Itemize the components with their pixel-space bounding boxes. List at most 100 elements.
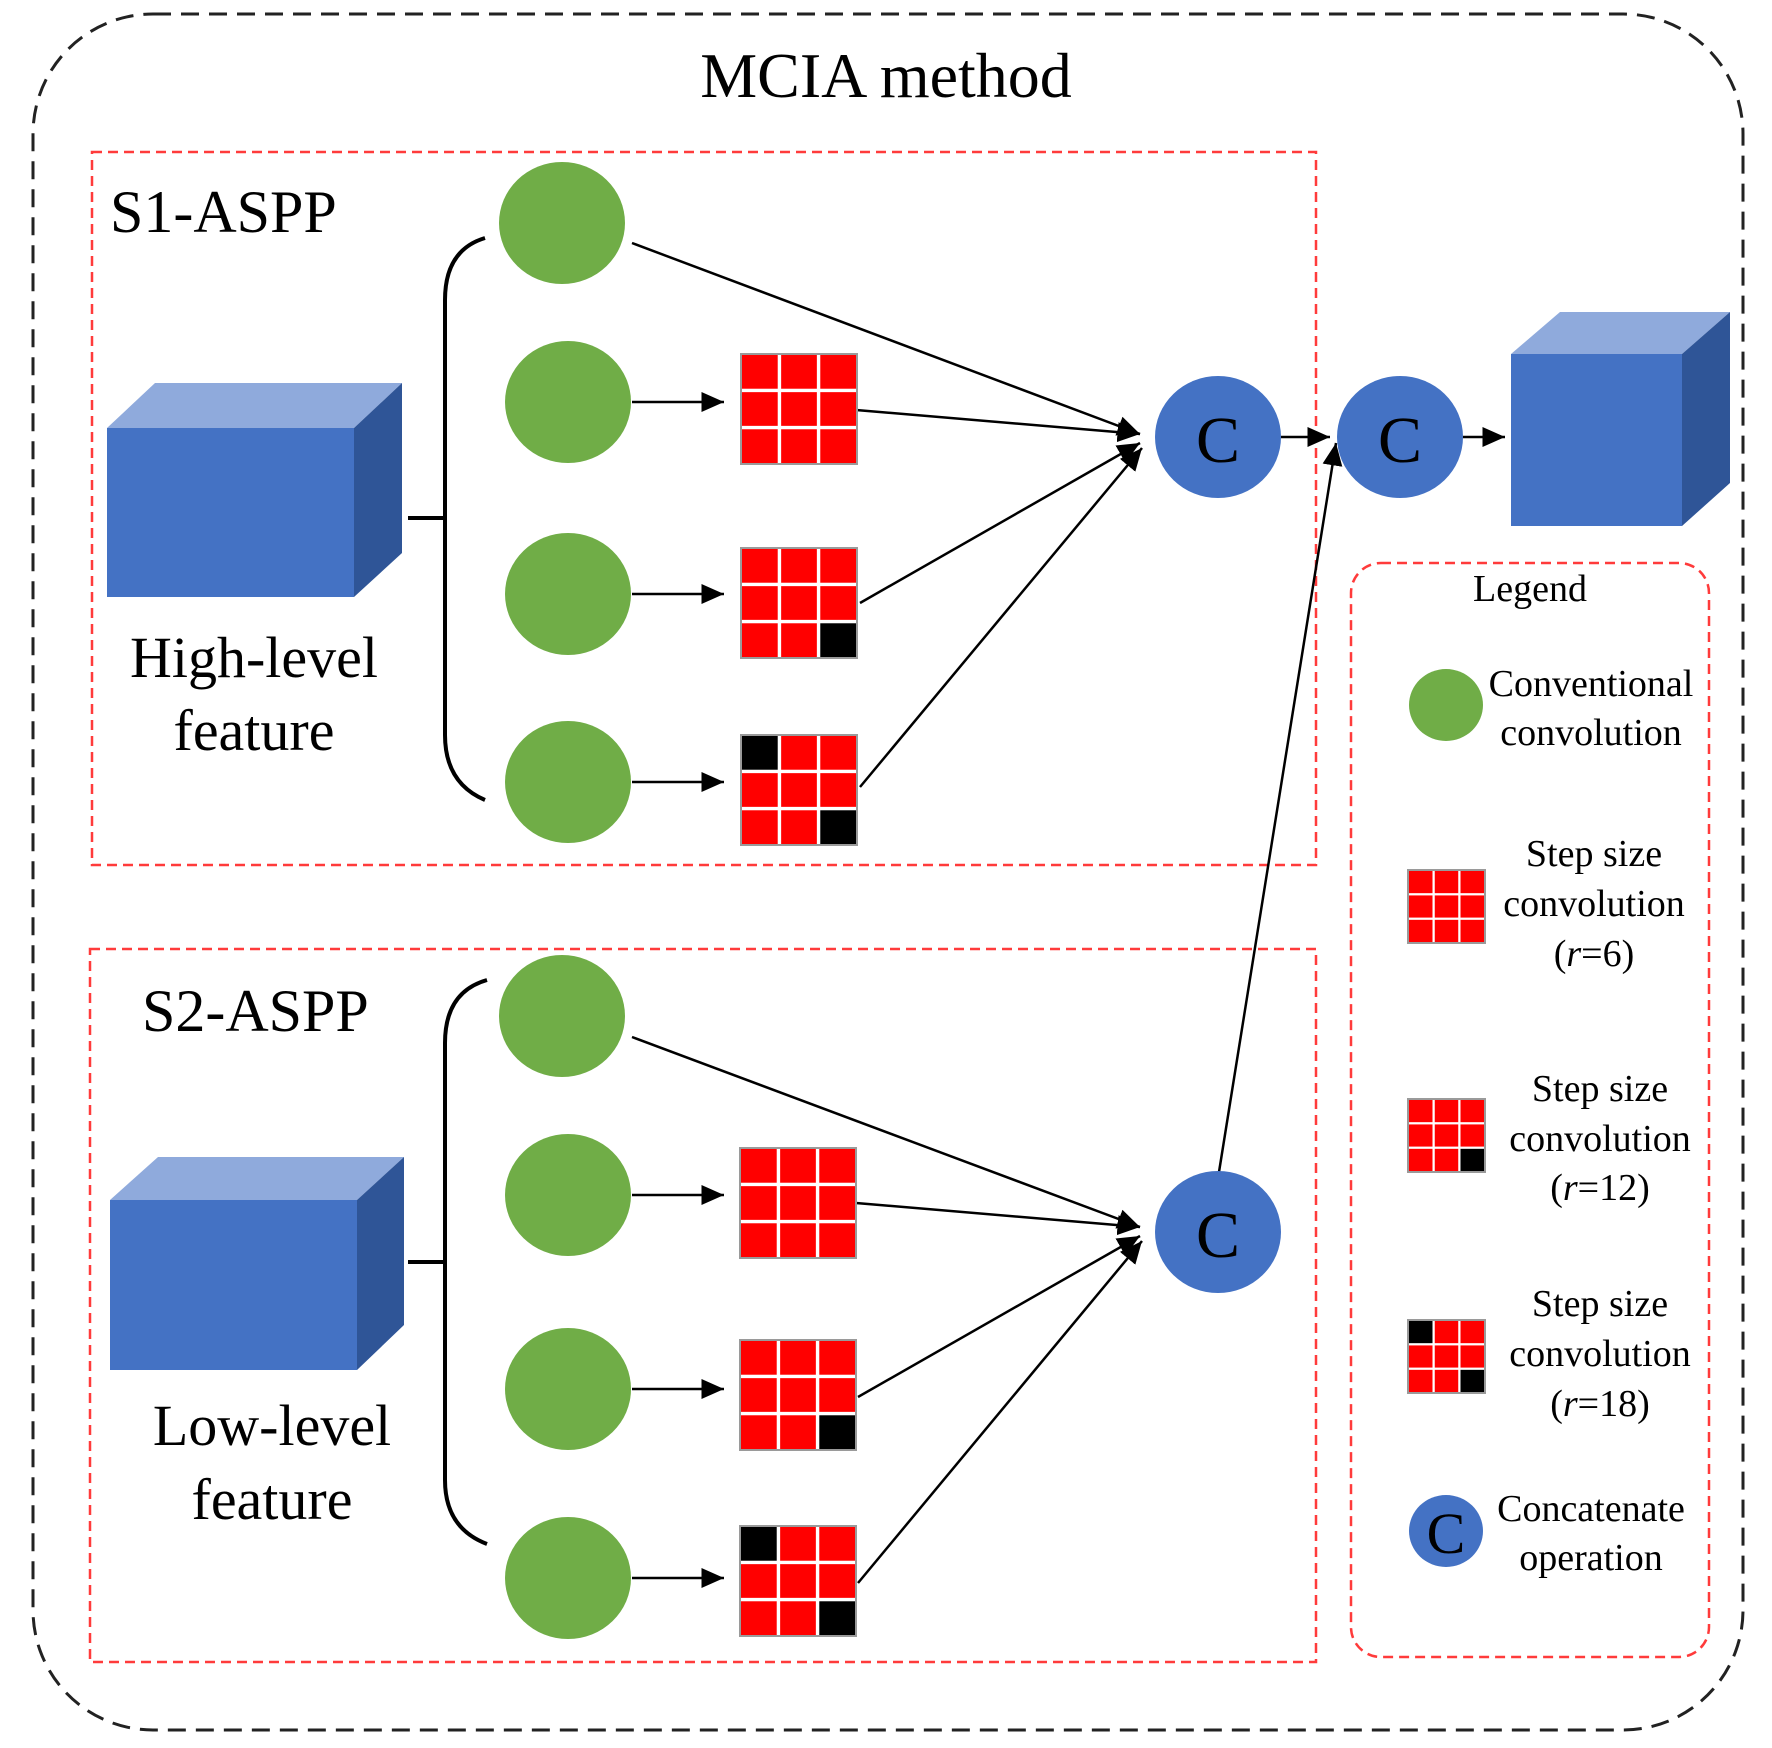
kernel-cell — [741, 1601, 777, 1635]
kernel-cell — [1460, 1148, 1484, 1171]
kernel-cell — [1460, 1124, 1484, 1147]
kernel-cell — [742, 355, 778, 389]
legend-step6-label-1: Step size — [1526, 833, 1662, 875]
kernel-cell — [1434, 895, 1459, 918]
kernel-cell — [819, 1149, 855, 1183]
low-level-feature-label: Low-level — [153, 1393, 391, 1458]
outer-frame — [31, 12, 1745, 1732]
kernel-cell — [741, 1341, 777, 1375]
kernel-cell — [1460, 895, 1484, 918]
kernel-cell — [780, 1223, 816, 1257]
kernel-cell — [1434, 871, 1459, 894]
kernel-cell — [741, 1564, 777, 1598]
legend-step12-label-2: convolution — [1509, 1118, 1691, 1160]
kernel-cell — [1434, 1345, 1459, 1368]
kernel-cell — [741, 1149, 777, 1183]
kernel-cell — [819, 1601, 855, 1635]
s2-brace — [443, 978, 488, 1546]
legend-conventional-label-1: Conventional — [1489, 663, 1694, 705]
kernel-cell — [819, 1186, 855, 1220]
s1-aspp-label: S1-ASPP — [110, 179, 337, 245]
kernel-cell — [742, 623, 778, 657]
legend-step6-icon — [1407, 869, 1486, 944]
kernel-cell — [781, 355, 817, 389]
kernel-cell — [780, 1149, 816, 1183]
legend-step18-label-3: (r=18) — [1550, 1383, 1650, 1425]
kernel-cell — [819, 1527, 855, 1561]
final-concat-node — [1337, 376, 1463, 498]
kernel-cell — [820, 429, 856, 463]
kernel-cell — [780, 1341, 816, 1375]
kernel-cell — [1460, 1369, 1484, 1392]
diagram-title: MCIA method — [700, 40, 1072, 111]
kernel-cell — [1409, 871, 1433, 894]
s2-conventional-conv-4 — [505, 1517, 631, 1639]
kernel-cell — [742, 810, 778, 844]
kernel-cell — [1409, 1369, 1433, 1392]
kernel-cell — [1460, 1321, 1484, 1344]
legend-step12-icon — [1407, 1098, 1486, 1173]
s2-step-conv-r6-grid — [739, 1147, 857, 1259]
s2-aspp-label: S2-ASPP — [142, 978, 369, 1044]
s1-aspp-frame — [90, 150, 1318, 867]
legend-step12-label-3: (r=12) — [1550, 1167, 1650, 1209]
kernel-cell — [1434, 919, 1459, 942]
kernel-cell — [820, 392, 856, 426]
kernel-cell — [741, 1527, 777, 1561]
kernel-cell — [1409, 1321, 1433, 1344]
s1-step-conv-r6-grid — [740, 353, 858, 465]
final-concat-symbol: C — [1378, 404, 1422, 477]
s2-conventional-conv-1 — [499, 955, 625, 1077]
kernel-cell — [741, 1186, 777, 1220]
s2-step-conv-r18-grid — [739, 1525, 857, 1637]
legend-step12-label-1: Step size — [1532, 1068, 1668, 1110]
kernel-cell — [1434, 1148, 1459, 1171]
legend-frame — [1349, 561, 1711, 1659]
kernel-cell — [1460, 1345, 1484, 1368]
s2-conventional-conv-2 — [505, 1134, 631, 1256]
kernel-cell — [1409, 1124, 1433, 1147]
kernel-cell — [742, 773, 778, 807]
legend-title: Legend — [1473, 568, 1587, 610]
legend-conventional-label-2: convolution — [1500, 712, 1682, 754]
kernel-cell — [819, 1378, 855, 1412]
kernel-cell — [781, 586, 817, 620]
legend-step6-label-2: convolution — [1503, 883, 1685, 925]
kernel-cell — [781, 623, 817, 657]
kernel-cell — [1434, 1124, 1459, 1147]
kernel-cell — [1409, 919, 1433, 942]
kernel-cell — [1460, 871, 1484, 894]
kernel-cell — [780, 1415, 816, 1449]
legend-concat-label-1: Concatenate — [1497, 1488, 1685, 1530]
kernel-cell — [1409, 1345, 1433, 1368]
kernel-cell — [820, 586, 856, 620]
legend-step18-label-2: convolution — [1509, 1333, 1691, 1375]
s1-conventional-conv-3 — [505, 533, 631, 655]
kernel-cell — [781, 810, 817, 844]
kernel-cell — [1460, 1100, 1484, 1123]
kernel-cell — [820, 623, 856, 657]
kernel-cell — [1434, 1100, 1459, 1123]
kernel-cell — [780, 1601, 816, 1635]
kernel-cell — [819, 1415, 855, 1449]
kernel-cell — [741, 1415, 777, 1449]
legend-concat-symbol: C — [1427, 1501, 1466, 1566]
s2-conventional-conv-3 — [505, 1328, 631, 1450]
s1-concat-symbol: C — [1196, 404, 1240, 477]
kernel-cell — [780, 1564, 816, 1598]
s1-conventional-conv-1 — [499, 162, 625, 284]
kernel-cell — [1409, 1100, 1433, 1123]
s1-conventional-conv-2 — [505, 341, 631, 463]
high-level-feature-label: High-level — [130, 625, 378, 690]
legend-step18-label-1: Step size — [1532, 1283, 1668, 1325]
s2-aspp-frame — [88, 947, 1318, 1664]
kernel-cell — [781, 392, 817, 426]
legend-concat-label-2: operation — [1519, 1537, 1663, 1579]
low-level-feature-label-2: feature — [192, 1467, 353, 1532]
kernel-cell — [1434, 1321, 1459, 1344]
low-level-feature-cube — [110, 1157, 404, 1370]
kernel-cell — [1460, 919, 1484, 942]
legend-conventional-icon — [1409, 669, 1483, 741]
kernel-cell — [780, 1186, 816, 1220]
